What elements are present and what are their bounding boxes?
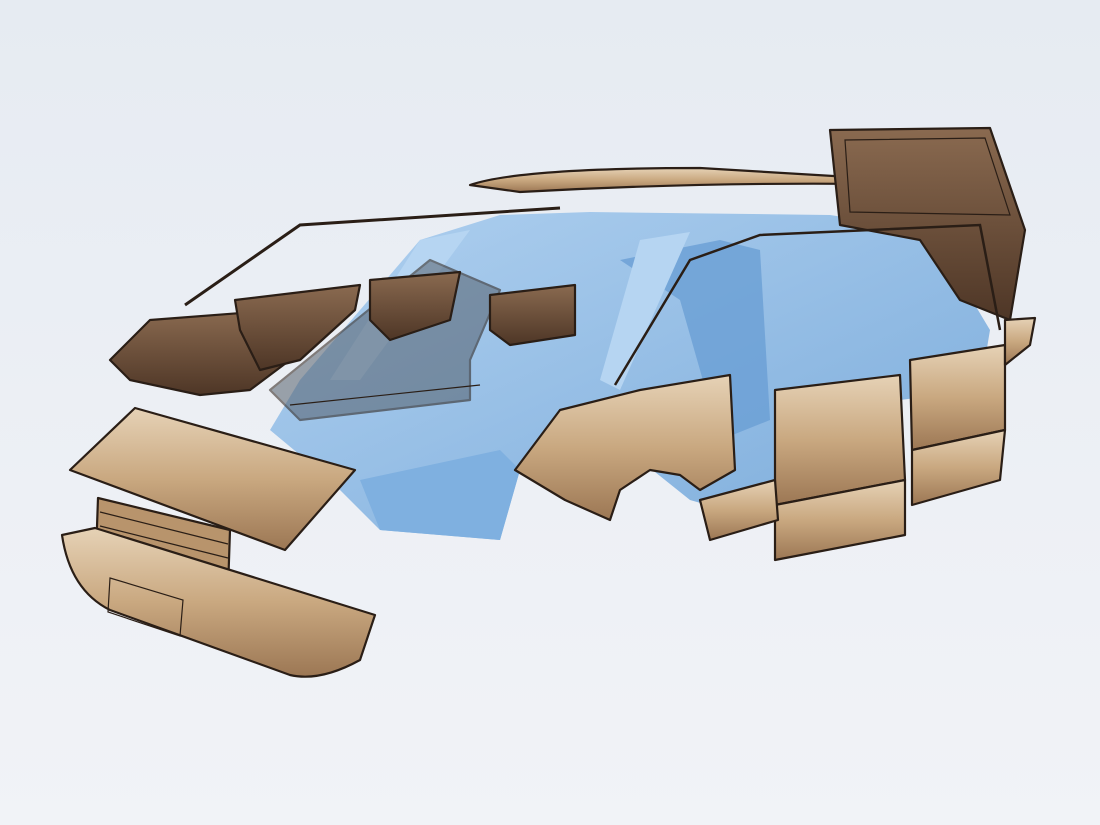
- right-side-panels: [513, 316, 1037, 562]
- front-bumper: [60, 526, 377, 678]
- tailgate: [828, 126, 1027, 322]
- bonnet: [68, 406, 357, 552]
- license-plate-recess: [107, 577, 184, 637]
- right-door-frame: [613, 223, 1002, 386]
- left-side-panels: [108, 206, 577, 397]
